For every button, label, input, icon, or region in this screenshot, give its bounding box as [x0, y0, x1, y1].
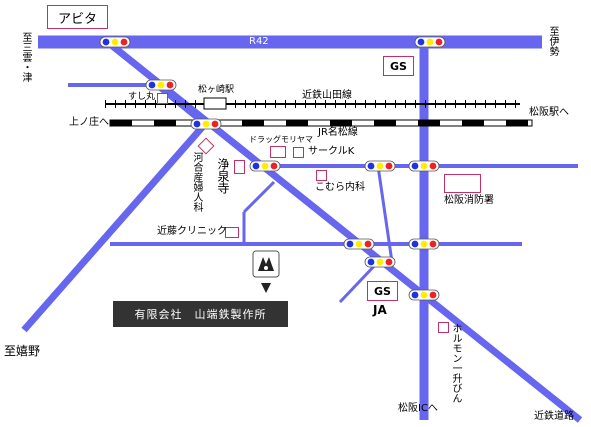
matsugasaki-station-label: 松ヶ崎駅: [198, 85, 235, 95]
circlek-marker: [293, 147, 304, 158]
traffic-signal-icon: [408, 238, 440, 250]
drugstore-label: ドラッグモリヤマ: [249, 135, 313, 144]
komura-clinic-label: こむら内科: [315, 182, 365, 193]
jousenji-marker: [234, 160, 245, 174]
fire-station-marker: [444, 174, 481, 193]
fire-station-label: 松阪消防署: [444, 195, 494, 206]
traffic-signal-icon: [99, 36, 131, 48]
traffic-signal-icon: [190, 118, 222, 130]
kondo-marker: [225, 227, 239, 238]
abita-label: アビタ: [57, 11, 97, 27]
jousenji-label: 浄泉寺: [216, 158, 230, 194]
komura-marker: [316, 170, 327, 181]
matsugasaki-station-mark: [203, 97, 227, 110]
company-logo-icon: [252, 250, 280, 293]
kintetsu-road-label: 近鉄道路: [534, 411, 574, 422]
kintetsu-line-label: 近鉄山田線: [302, 90, 352, 101]
to-misato-tsu-label: 至三雲・津: [20, 32, 31, 82]
company-name-box: 有限会社 山端鉄製作所: [113, 301, 288, 327]
road-ja-west: [338, 260, 380, 304]
to-ise-label: 至伊勢: [547, 26, 558, 56]
kawai-clinic-label: 河合産婦人科: [191, 152, 202, 212]
jr-line-label: JR名松線: [318, 127, 358, 138]
road-stub-diag: [242, 180, 276, 214]
gs-box-south: GS: [367, 281, 398, 301]
traffic-signal-icon: [408, 289, 440, 301]
road-circlek-south: [376, 165, 394, 263]
gs-label-south: GS: [374, 284, 391, 298]
circlek-label: サークルK: [308, 146, 355, 157]
abita-box: アビタ: [47, 5, 108, 29]
sushimaru-marker: [157, 93, 168, 104]
roads: [21, 35, 583, 423]
traffic-signals: [99, 36, 446, 301]
traffic-signal-icon: [145, 79, 177, 91]
to-ureshino-label: 至嬉野: [4, 344, 41, 358]
traffic-signal-icon: [343, 238, 375, 250]
traffic-signal-icon: [364, 160, 396, 172]
road-to-ureshino: [21, 121, 208, 333]
gs-label-north: GS: [390, 59, 407, 73]
railways: [105, 97, 533, 127]
kondo-clinic-label: 近藤クリニック: [157, 226, 227, 237]
to-matsusaka-ic-label: 松阪ICへ: [398, 403, 438, 414]
to-matsusaka-station-label: 松阪駅へ: [529, 107, 569, 118]
traffic-signal-icon: [414, 36, 446, 48]
gs-box-north: GS: [383, 56, 414, 76]
traffic-signal-icon: [249, 160, 281, 172]
horumon-label: ホルモン一升びん: [450, 323, 461, 403]
ja-label: JA: [373, 303, 387, 317]
horumon-marker: [438, 322, 449, 333]
pointer-icon: [261, 283, 271, 293]
traffic-signal-icon: [364, 256, 396, 268]
route-label: R42: [249, 36, 269, 47]
traffic-signal-icon: [408, 160, 440, 172]
drugstore-marker: [270, 146, 286, 158]
sushimaru-label: すし丸: [128, 92, 156, 102]
to-uenosho-label: 上ノ庄へ: [69, 117, 109, 128]
company-name-label: 有限会社 山端鉄製作所: [134, 308, 267, 321]
